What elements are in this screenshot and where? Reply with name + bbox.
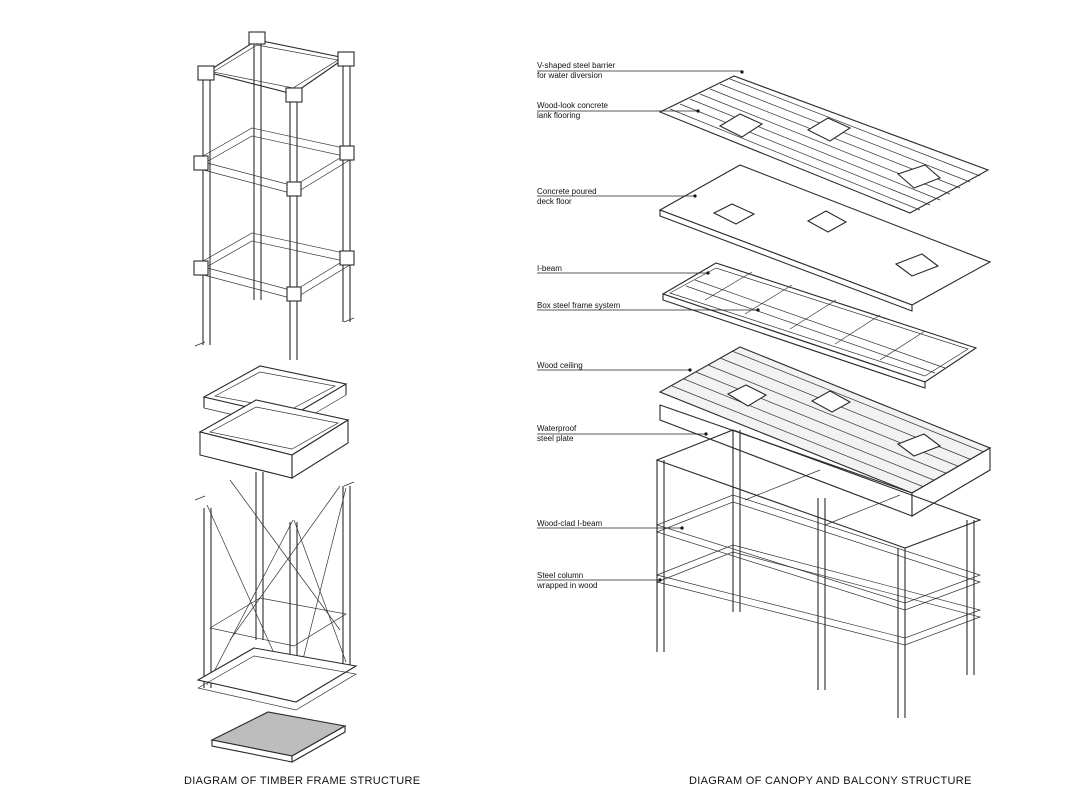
callout-wood-clad-i-beam: Wood-clad I-beam [537, 519, 603, 528]
canopy-deck-floor [658, 164, 992, 312]
callout-barrier: V-shaped steel barrier for water diversi… [537, 61, 616, 80]
callout-plank-flooring: Wood-look concrete lank flooring [537, 101, 608, 120]
caption-timber-frame: DIAGRAM OF TIMBER FRAME STRUCTURE [184, 775, 421, 787]
callout-leaders [537, 70, 760, 582]
balcony-column-frame [655, 429, 982, 718]
callout-box-frame: Box steel frame system [537, 301, 621, 310]
callout-wood-ceiling: Wood ceiling [537, 361, 583, 370]
callout-deck-floor: Concrete poured deck floor [537, 187, 597, 206]
canopy-steel-frame [661, 262, 978, 389]
timber-ring-beams [198, 365, 350, 479]
callout-waterproof-plate: Waterproof steel plate [537, 424, 577, 443]
canopy-wood-ceiling [658, 346, 992, 517]
callout-i-beam: I-beam [537, 264, 562, 273]
timber-frame-upper-tower [193, 31, 355, 360]
timber-base-plate [210, 711, 347, 763]
canopy-plank-layer [658, 75, 990, 214]
caption-canopy-balcony: DIAGRAM OF CANOPY AND BALCONY STRUCTURE [689, 775, 972, 787]
callout-steel-column: Steel column wrapped in wood [537, 571, 598, 590]
timber-braced-lower-frame [194, 472, 358, 711]
